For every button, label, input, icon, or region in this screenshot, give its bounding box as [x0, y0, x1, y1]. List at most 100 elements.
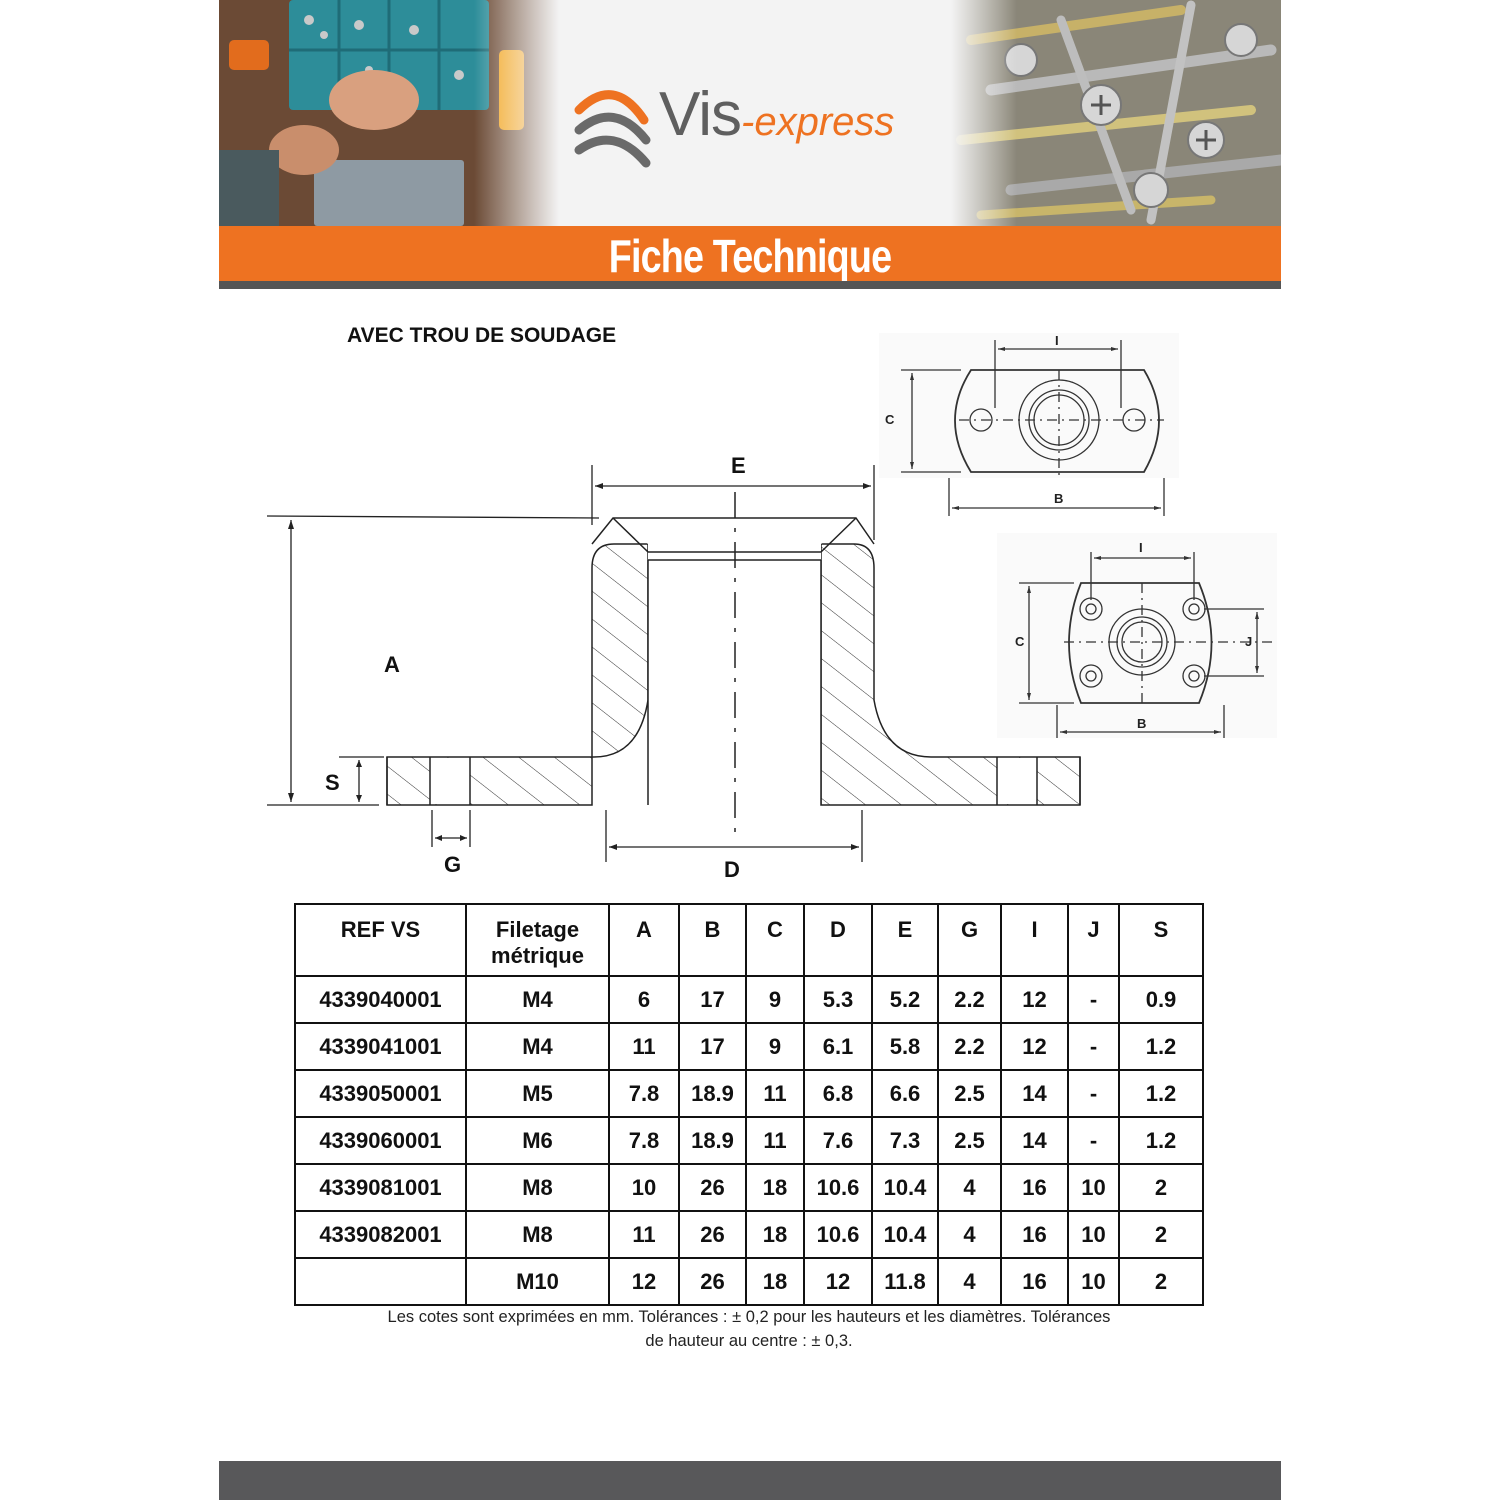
cell-i: 16 [1000, 1163, 1069, 1212]
cell-d: 6.1 [803, 1022, 873, 1071]
cell-s: 1.2 [1118, 1069, 1204, 1118]
cell-ref: 4339041001 [294, 1022, 467, 1071]
cell-filetage: M5 [465, 1069, 610, 1118]
cell-d: 5.3 [803, 975, 873, 1024]
top1-label-b: B [1054, 491, 1063, 506]
cell-s: 2 [1118, 1163, 1204, 1212]
top2-label-j: J [1245, 634, 1252, 649]
cross-section [386, 517, 1081, 806]
cell-ref: 4339060001 [294, 1116, 467, 1165]
brand-suffix: -express [741, 100, 895, 144]
cell-e: 7.3 [871, 1116, 939, 1165]
header-i: I [1000, 903, 1069, 977]
cell-j: 10 [1067, 1210, 1120, 1259]
cell-b: 18.9 [678, 1116, 747, 1165]
page-title: Fiche Technique [608, 230, 892, 282]
cell-c: 18 [745, 1257, 805, 1306]
cell-j: 10 [1067, 1163, 1120, 1212]
vis-express-logo: Vis-express [574, 75, 934, 170]
cell-g: 4 [937, 1163, 1002, 1212]
cell-g: 4 [937, 1210, 1002, 1259]
cell-j: - [1067, 1022, 1120, 1071]
cell-b: 26 [678, 1210, 747, 1259]
cell-ref: 4339050001 [294, 1069, 467, 1118]
brand-name: Vis [659, 80, 742, 149]
cell-a: 11 [608, 1210, 680, 1259]
cell-i: 14 [1000, 1116, 1069, 1165]
cell-filetage: M8 [465, 1210, 610, 1259]
top-view-two-holes [879, 333, 1179, 516]
cell-b: 18.9 [678, 1069, 747, 1118]
dim-label-g: G [444, 852, 461, 877]
cell-filetage: M4 [465, 1022, 610, 1071]
cell-filetage: M10 [465, 1257, 610, 1306]
cell-filetage: M8 [465, 1163, 610, 1212]
cell-c: 11 [745, 1069, 805, 1118]
toolbox-photo [219, 0, 559, 226]
spec-table: REF VS Filetage métrique A B C D E G I J… [294, 903, 1204, 1306]
header-d: D [803, 903, 873, 977]
top2-label-i: I [1139, 540, 1143, 555]
cell-e: 5.8 [871, 1022, 939, 1071]
title-underline [219, 281, 1281, 289]
cell-c: 9 [745, 1022, 805, 1071]
cell-e: 11.8 [871, 1257, 939, 1306]
tech-sheet: Vis-express [219, 0, 1281, 1500]
table-header-row: REF VS Filetage métrique A B C D E G I J… [294, 903, 1204, 977]
cell-j: - [1067, 1069, 1120, 1118]
cell-s: 1.2 [1118, 1116, 1204, 1165]
cell-d: 12 [803, 1257, 873, 1306]
cell-e: 6.6 [871, 1069, 939, 1118]
header-a: A [608, 903, 680, 977]
cell-b: 26 [678, 1163, 747, 1212]
header-filetage: Filetage métrique [465, 903, 610, 977]
cell-e: 5.2 [871, 975, 939, 1024]
cell-ref [294, 1257, 467, 1306]
cell-d: 10.6 [803, 1163, 873, 1212]
cell-d: 6.8 [803, 1069, 873, 1118]
top2-label-c: C [1015, 634, 1025, 649]
cell-ref: 4339082001 [294, 1210, 467, 1259]
title-bar: Fiche Technique [219, 226, 1281, 282]
cell-j: - [1067, 975, 1120, 1024]
cell-c: 18 [745, 1210, 805, 1259]
header-ref: REF VS [294, 903, 467, 977]
cell-d: 7.6 [803, 1116, 873, 1165]
screws-photo [951, 0, 1281, 226]
tolerance-note-line2: de hauteur au centre : ± 0,3. [645, 1332, 853, 1350]
cell-i: 14 [1000, 1069, 1069, 1118]
cell-a: 10 [608, 1163, 680, 1212]
top2-label-b: B [1137, 716, 1146, 731]
dim-label-s: S [325, 770, 340, 795]
cell-g: 2.5 [937, 1116, 1002, 1165]
cell-b: 17 [678, 1022, 747, 1071]
cell-b: 17 [678, 975, 747, 1024]
header-j: J [1067, 903, 1120, 977]
dim-label-e: E [731, 453, 746, 478]
cell-a: 7.8 [608, 1116, 680, 1165]
cell-a: 6 [608, 975, 680, 1024]
cell-c: 18 [745, 1163, 805, 1212]
cell-j: - [1067, 1116, 1120, 1165]
cell-c: 11 [745, 1116, 805, 1165]
cell-filetage: M4 [465, 975, 610, 1024]
footer-bar [219, 1461, 1281, 1500]
header-g: G [937, 903, 1002, 977]
dim-label-a: A [384, 652, 400, 677]
header-c: C [745, 903, 805, 977]
top1-label-i: I [1055, 333, 1059, 348]
cell-j: 10 [1067, 1257, 1120, 1306]
cell-i: 16 [1000, 1210, 1069, 1259]
cell-i: 12 [1000, 975, 1069, 1024]
cell-filetage: M6 [465, 1116, 610, 1165]
cell-ref: 4339081001 [294, 1163, 467, 1212]
header-e: E [871, 903, 939, 977]
cell-s: 0.9 [1118, 975, 1204, 1024]
cell-e: 10.4 [871, 1163, 939, 1212]
